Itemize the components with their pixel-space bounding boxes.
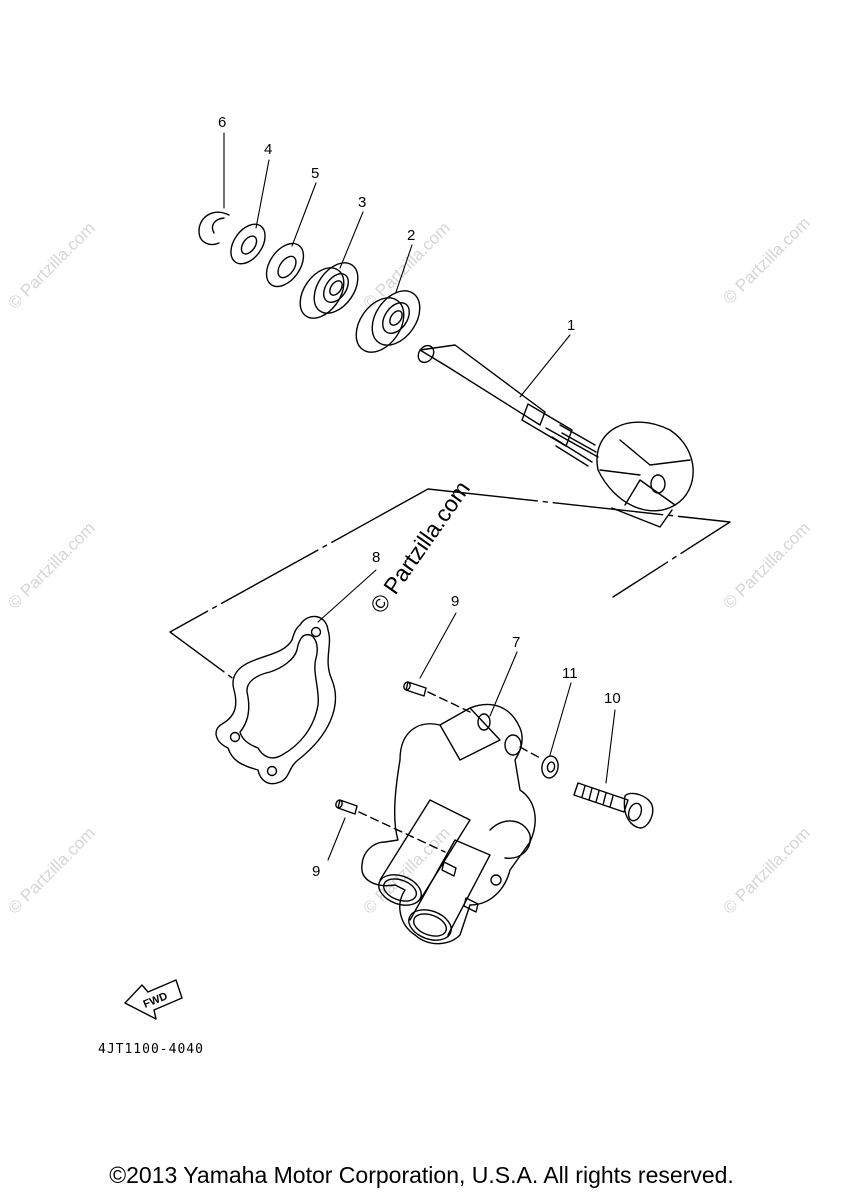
- part-9-dowel-pin: [403, 681, 427, 697]
- callout-labels: 6 4 5 3 2 1 8 9 7 11 10 9: [218, 114, 621, 880]
- callout-5: 5: [311, 165, 319, 182]
- watermark: © Partzilla.com: [4, 218, 98, 312]
- part-4-washer: [230, 223, 266, 265]
- part-6-circlip: [198, 211, 230, 246]
- leader-lines: [223, 132, 616, 861]
- callout-2: 2: [407, 227, 415, 244]
- part-9-dowel-pin: [335, 799, 358, 815]
- callout-4: 4: [264, 141, 272, 158]
- watermark: © Partzilla.com: [4, 823, 98, 917]
- part-10-bolt: [573, 782, 654, 829]
- callout-6: 6: [218, 114, 226, 131]
- fwd-arrow-icon: [124, 979, 183, 1020]
- watermark: © Partzilla.com: [4, 518, 98, 612]
- watermark: © Partzilla.com: [719, 213, 813, 307]
- callout-1: 1: [567, 317, 575, 334]
- watermark: © Partzilla.com: [719, 823, 813, 917]
- callout-7: 7: [512, 634, 520, 651]
- callout-9: 9: [312, 863, 320, 880]
- part-7-pump-housing: [361, 703, 536, 945]
- part-2-bearing: [355, 290, 421, 353]
- bolt-alignment-line: [519, 746, 543, 760]
- assembly-plane-outline: [169, 488, 731, 681]
- part-code: 4JT1100-4040: [98, 1042, 204, 1057]
- callout-11: 11: [562, 665, 578, 682]
- part-11-washer: [541, 755, 559, 779]
- watermark: © Partzilla.com: [719, 518, 813, 612]
- part-5-oil-seal: [265, 242, 305, 288]
- fwd-label: FWD: [142, 990, 170, 1011]
- dowel-alignment-lines: [358, 691, 471, 853]
- copyright-notice: ©2013 Yamaha Motor Corporation, U.S.A. A…: [109, 1162, 734, 1188]
- part-3-bearing: [299, 262, 359, 319]
- part-8-gasket: [215, 615, 337, 785]
- callout-8: 8: [372, 549, 380, 566]
- callout-10: 10: [604, 690, 621, 707]
- callout-9: 9: [451, 593, 459, 610]
- callout-3: 3: [358, 194, 366, 211]
- part-8-gasket-inner: [239, 633, 320, 759]
- part-1-impeller-shaft: [417, 344, 694, 528]
